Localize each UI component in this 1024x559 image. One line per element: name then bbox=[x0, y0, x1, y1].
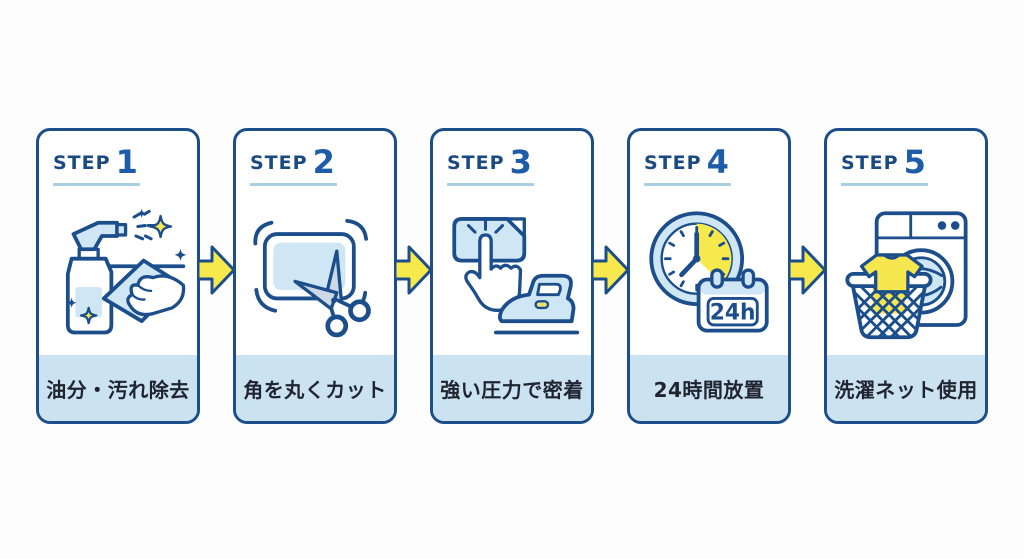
step-4-label: STEP bbox=[644, 152, 702, 174]
next-step-arrow-icon bbox=[394, 245, 433, 295]
step-1-illustration bbox=[39, 186, 197, 355]
step-4-number: 4 bbox=[706, 143, 729, 181]
step-3-label: STEP bbox=[447, 152, 505, 174]
step-2-caption: 角を丸くカット bbox=[236, 355, 394, 421]
calendar-24h-badge: 24h bbox=[710, 300, 756, 325]
arrow-step4-step5 bbox=[788, 128, 827, 424]
next-step-arrow-icon bbox=[591, 245, 630, 295]
step-5-label: STEP bbox=[841, 152, 899, 174]
scissors-cut-icon bbox=[253, 218, 371, 337]
arrow-step2-step3 bbox=[394, 128, 433, 424]
next-step-arrow-icon bbox=[788, 245, 827, 295]
press-iron-icon bbox=[452, 216, 580, 334]
step-3-caption: 強い圧力で密着 bbox=[433, 355, 591, 421]
next-step-arrow-icon bbox=[197, 245, 236, 295]
laundry-wash-icon bbox=[845, 210, 968, 339]
step-3-number: 3 bbox=[509, 143, 532, 181]
step-1-label: STEP bbox=[53, 152, 111, 174]
arrow-step3-step4 bbox=[591, 128, 630, 424]
step-2-number: 2 bbox=[312, 143, 335, 181]
step-1-caption: 油分・汚れ除去 bbox=[39, 355, 197, 421]
step-2-label: STEP bbox=[250, 152, 308, 174]
step-4-illustration: 24h bbox=[630, 186, 788, 355]
step-1-number: 1 bbox=[115, 143, 138, 181]
arrow-step1-step2 bbox=[197, 128, 236, 424]
step-5-caption: 洗濯ネット使用 bbox=[827, 355, 985, 421]
step-2-illustration bbox=[236, 186, 394, 355]
spray-clean-icon bbox=[65, 208, 187, 334]
clock-calendar-icon: 24h bbox=[649, 210, 769, 333]
step-4-caption: 24時間放置 bbox=[630, 355, 788, 421]
step-3-illustration bbox=[433, 186, 591, 355]
step-5-number: 5 bbox=[903, 143, 926, 181]
step-5-illustration bbox=[827, 186, 985, 355]
